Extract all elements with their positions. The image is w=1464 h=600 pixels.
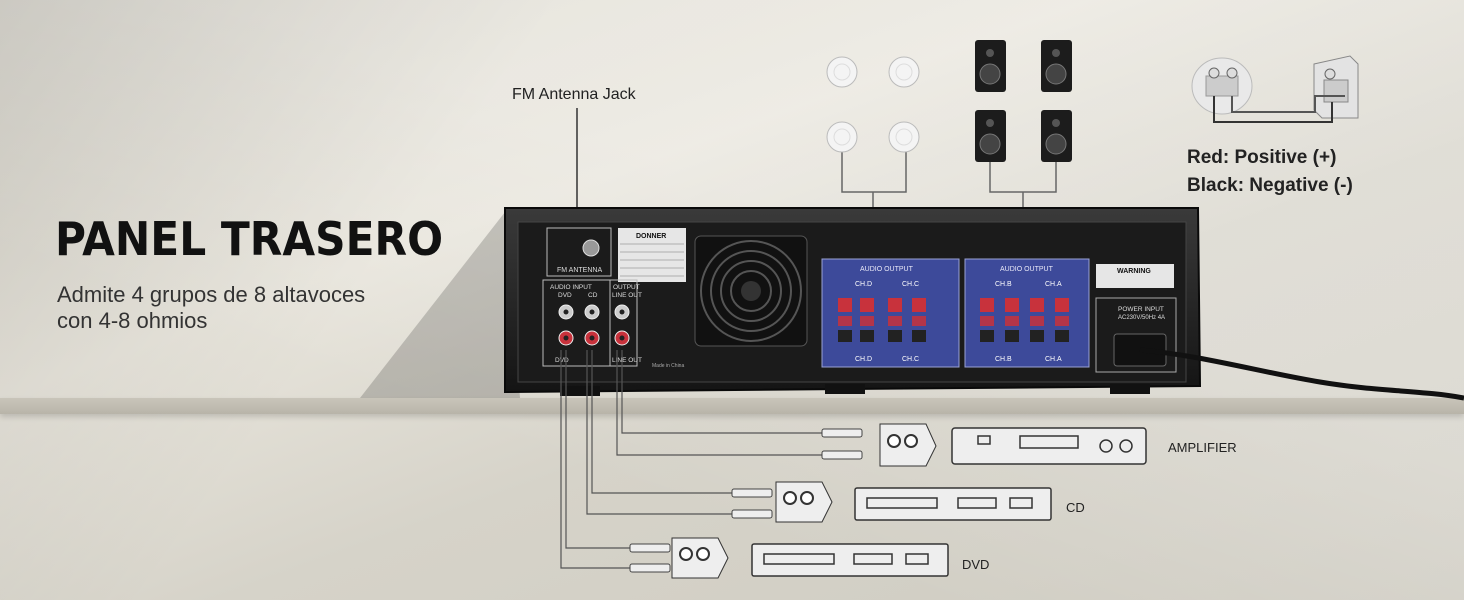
polarity-illustration [1191, 55, 1359, 123]
power-input-text: POWER INPUT [1118, 306, 1164, 313]
ceiling-speakers [826, 56, 920, 153]
subtitle-line-2: con 4-8 ohmios [57, 308, 208, 333]
ch-d-top: CH.D [855, 281, 872, 288]
ch-b-bottom: CH.B [995, 356, 1012, 363]
device-label-cd: CD [1066, 500, 1085, 515]
polarity-red: Red: Positive (+) [1187, 147, 1337, 168]
external-devices [751, 427, 1147, 577]
power-rating-text: AC230V/50Hz 4A [1118, 315, 1165, 321]
fm-antenna-text: FM ANTENNA [557, 267, 602, 274]
amp-wall-shadow [360, 212, 520, 398]
ch-b-top: CH.B [995, 281, 1012, 288]
amplifier-device [951, 427, 1147, 465]
device-jack-boxes [671, 423, 937, 579]
amplifier-rear-panel: FM ANTENNA DONNER AUDIO INPUT OUTPUT DVD… [504, 207, 1202, 396]
device-label-dvd: DVD [962, 557, 990, 572]
line-out-bottom-text: LINE OUT [612, 357, 642, 364]
subtitle-line-1: Admite 4 grupos de 8 altavoces [57, 282, 366, 307]
audio-output-left-text: AUDIO OUTPUT [860, 266, 914, 273]
audio-output-right-text: AUDIO OUTPUT [1000, 266, 1054, 273]
polarity-black: Black: Negative (-) [1187, 175, 1353, 196]
ch-c-top: CH.C [902, 281, 919, 288]
audio-output-panels: AUDIO OUTPUT AUDIO OUTPUT CH.D CH.C CH.B… [821, 258, 1090, 368]
rca-plugs [629, 428, 863, 573]
output-text: OUTPUT [613, 284, 640, 291]
shelf [0, 398, 1464, 414]
brand-text: DONNER [636, 233, 666, 240]
rca-jacks [558, 304, 630, 346]
page-title: PANEL TRASERO [55, 212, 444, 266]
speaker-terminals [838, 298, 1069, 312]
rca-cables [560, 350, 822, 569]
ch-a-bottom: CH.A [1045, 356, 1062, 363]
cd-top-text: CD [588, 292, 598, 299]
dvd-top-text: DVD [558, 292, 572, 299]
fan-grille [694, 235, 808, 347]
power-cord [1139, 347, 1464, 401]
fm-antenna-callout: FM Antenna Jack [512, 86, 636, 103]
dvd-bottom-text: DVD [555, 357, 569, 364]
cd-device [854, 487, 1052, 521]
line-out-top-text: LINE OUT [612, 292, 642, 299]
polarity-legend: Red: Positive (+) Black: Negative (-) [1187, 144, 1353, 200]
warning-text: WARNING [1117, 268, 1151, 275]
ch-c-bottom: CH.C [902, 356, 919, 363]
ch-d-bottom: CH.D [855, 356, 872, 363]
page-subtitle: Admite 4 grupos de 8 altavoces con 4-8 o… [57, 282, 365, 334]
made-in-text: Made in China [652, 363, 684, 369]
audio-input-text: AUDIO INPUT [550, 284, 592, 291]
device-label-amplifier: AMPLIFIER [1168, 440, 1237, 455]
bookshelf-speakers [975, 40, 1072, 162]
dvd-device [751, 543, 949, 577]
ch-a-top: CH.A [1045, 281, 1062, 288]
